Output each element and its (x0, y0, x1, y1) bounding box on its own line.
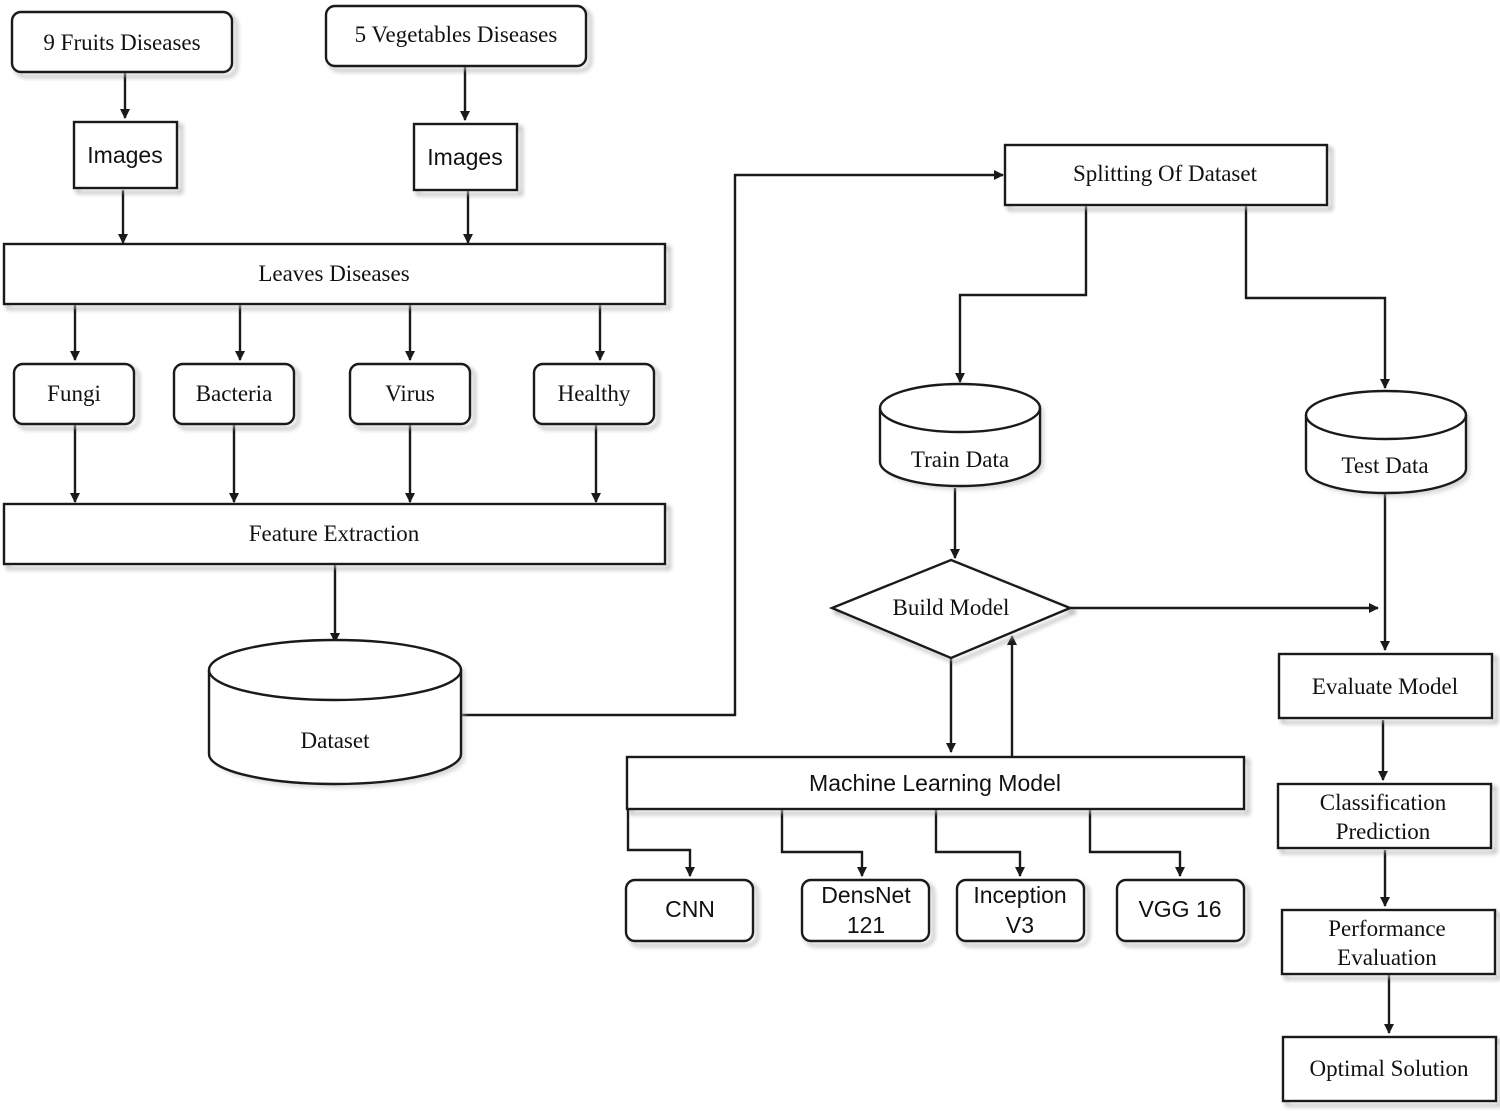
edge-splitting-test (1244, 205, 1390, 389)
densnet-label-line1: DensNet (821, 882, 911, 908)
machine-learning-model-node: Machine Learning Model (625, 755, 1250, 815)
bacteria-label: Bacteria (196, 381, 273, 406)
performance-evaluation-node: Performance Evaluation (1280, 908, 1500, 980)
images-left-node: Images (72, 120, 183, 194)
evaluate-model-node: Evaluate Model (1277, 652, 1498, 724)
fungi-label: Fungi (47, 381, 101, 406)
images-left-label: Images (87, 142, 162, 168)
vgg-16-label: VGG 16 (1138, 896, 1221, 922)
inception-label-line1: Inception (973, 882, 1066, 908)
edge-splitting-train (955, 205, 1088, 383)
leaves-diseases-label: Leaves Diseases (258, 261, 409, 286)
densnet-121-node: DensNet 121 (800, 878, 935, 947)
images-right-node: Images (412, 122, 523, 196)
edges (70, 65, 1394, 1034)
machine-learning-model-label: Machine Learning Model (809, 770, 1061, 796)
train-data-label: Train Data (911, 447, 1009, 472)
edge-ml-vgg (1088, 810, 1185, 877)
cnn-label: CNN (665, 896, 715, 922)
virus-node: Virus (348, 362, 476, 430)
dataset-cylinder: Dataset (207, 638, 465, 788)
build-model-diamond: Build Model (828, 558, 1078, 664)
splitting-dataset-node: Splitting Of Dataset (1003, 143, 1333, 211)
fungi-node: Fungi (12, 362, 140, 430)
dataset-label: Dataset (301, 728, 371, 753)
densnet-label-line2: 121 (847, 912, 885, 938)
train-data-cylinder: Train Data (878, 382, 1044, 490)
vegetables-diseases-label: 5 Vegetables Diseases (355, 22, 558, 47)
performance-label-line2: Evaluation (1337, 945, 1437, 970)
classification-prediction-node: Classification Prediction (1276, 782, 1497, 854)
optimal-solution-label: Optimal Solution (1309, 1056, 1469, 1081)
edge-ml-inception (934, 810, 1025, 877)
fruits-diseases-label: 9 Fruits Diseases (43, 30, 200, 55)
vegetables-diseases-node: 5 Vegetables Diseases (324, 4, 592, 72)
vgg-16-node: VGG 16 (1115, 878, 1250, 947)
build-model-label: Build Model (893, 595, 1010, 620)
feature-extraction-label: Feature Extraction (249, 521, 420, 546)
healthy-node: Healthy (532, 362, 660, 430)
optimal-solution-node: Optimal Solution (1281, 1035, 1500, 1107)
evaluate-model-label: Evaluate Model (1312, 674, 1458, 699)
test-data-label: Test Data (1341, 453, 1428, 478)
classification-label-line2: Prediction (1336, 819, 1431, 844)
images-right-label: Images (427, 144, 502, 170)
virus-label: Virus (385, 381, 435, 406)
fruits-diseases-node: 9 Fruits Diseases (10, 10, 238, 78)
performance-label-line1: Performance (1328, 916, 1446, 941)
feature-extraction-node: Feature Extraction (2, 502, 671, 570)
edge-ml-cnn (626, 810, 695, 877)
healthy-label: Healthy (558, 381, 631, 406)
inception-v3-node: Inception V3 (955, 878, 1090, 947)
test-data-cylinder: Test Data (1304, 389, 1470, 497)
cnn-node: CNN (624, 878, 759, 947)
inception-label-line2: V3 (1006, 912, 1034, 938)
edge-dataset-splitting (462, 170, 1004, 717)
edge-ml-densnet (780, 810, 867, 877)
classification-label-line1: Classification (1320, 790, 1447, 815)
bacteria-node: Bacteria (172, 362, 300, 430)
leaves-diseases-node: Leaves Diseases (2, 242, 671, 310)
splitting-dataset-label: Splitting Of Dataset (1073, 161, 1258, 186)
